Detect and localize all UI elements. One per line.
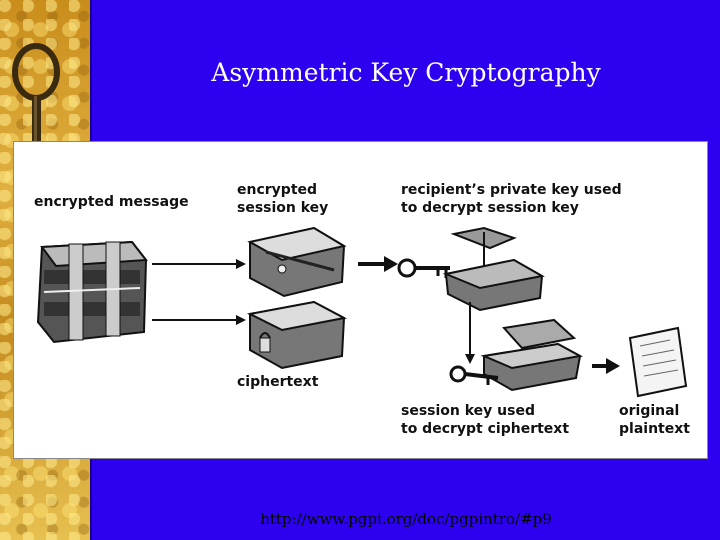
suitcase-icon — [246, 300, 347, 370]
diagram-panel: encrypted message encrypted session key … — [13, 141, 708, 459]
label-encrypted-message: encrypted message — [34, 194, 189, 210]
source-url: http://www.pgpi.org/doc/pgpintro/#p9 — [260, 510, 552, 528]
diagram-graphics — [36, 226, 688, 398]
suitcase-icon — [480, 318, 583, 392]
label-ciphertext: ciphertext — [237, 374, 319, 390]
label-original-plaintext: original plaintext — [619, 403, 690, 437]
arrow-icon — [592, 358, 620, 374]
key-icon — [397, 258, 450, 278]
label-encrypted-session-key: encrypted session key — [237, 182, 329, 216]
label-session-key-used: session key used to decrypt ciphertext — [401, 403, 570, 437]
suitcase-icon — [247, 226, 347, 298]
suitcase-icon — [442, 226, 545, 312]
arrow-icon — [465, 302, 475, 364]
arrow-icon — [152, 259, 246, 325]
document-icon — [628, 326, 688, 398]
key-icon — [449, 365, 499, 385]
label-private-key-used: recipient’s private key used to decrypt … — [401, 182, 622, 216]
locked-bundle-icon — [36, 240, 148, 344]
slide-title: Asymmetric Key Cryptography — [211, 58, 601, 87]
arrow-icon — [358, 256, 398, 272]
